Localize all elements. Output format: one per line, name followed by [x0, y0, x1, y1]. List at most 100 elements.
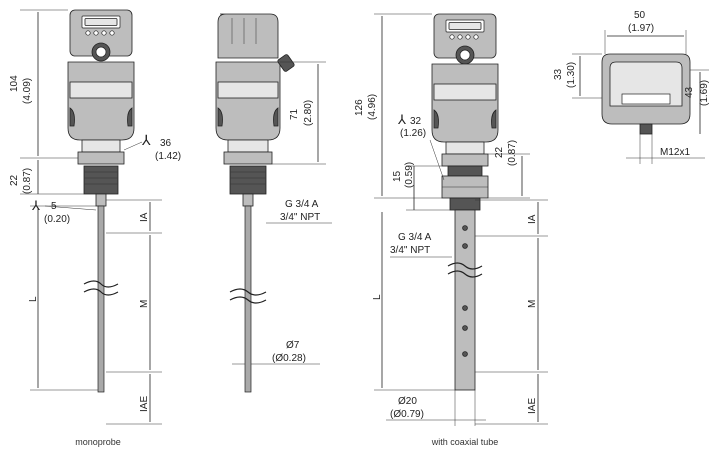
break-line [447, 270, 483, 278]
housing-body [67, 61, 135, 141]
grip-band [433, 83, 497, 101]
leader-line [44, 205, 97, 211]
grip-band [69, 81, 133, 99]
vent-hole-icon [462, 243, 468, 249]
button-icon [465, 34, 471, 40]
top-view: 50 (1.97) 33 (1.30) 43 (1.69) M12x1 [553, 10, 709, 164]
top-connector-icon [639, 123, 653, 135]
m12-connector-icon [277, 54, 295, 72]
dim-m12: M12x1 [660, 147, 690, 158]
thread-block [83, 165, 119, 195]
grip-band [217, 81, 279, 99]
hex-nut [441, 153, 489, 167]
caption-coaxial-tube: with coaxial tube [431, 437, 499, 447]
coaxial-tube [454, 209, 476, 391]
button-icon [109, 30, 115, 36]
dim-36-mm: 36 [160, 138, 172, 149]
neck [227, 139, 269, 153]
thread-label-a: G 3/4 A [285, 199, 319, 210]
dim-32-mm: 32 [410, 116, 422, 127]
dim-22-mm: 22 [9, 174, 20, 186]
housing-side-body [215, 61, 281, 141]
button-icon [101, 30, 107, 36]
button-icon [457, 34, 463, 40]
hex-nut [223, 151, 273, 165]
dim-dia20-in: (Ø0.79) [390, 409, 424, 420]
dim-15-in: (0.59) [404, 162, 415, 188]
probe-rod-side [244, 205, 252, 393]
break-line [229, 296, 267, 304]
dim-IA-right: IA [527, 214, 538, 224]
display-segment [84, 18, 118, 26]
dim-dia7-in: (Ø0.28) [272, 353, 306, 364]
thread-label-npt: 3/4" NPT [280, 212, 320, 223]
probe-rod [97, 205, 105, 393]
button-icon [449, 34, 455, 40]
dim-43-mm: 43 [684, 86, 695, 98]
dim-15-mm: 15 [392, 170, 403, 182]
hex-nut-36 [77, 151, 125, 165]
grip-right-icon [127, 107, 133, 127]
dim-5-mm: 5 [51, 201, 57, 212]
thread-block [229, 165, 267, 195]
thread-block [447, 165, 483, 177]
dim-L-left: L [28, 296, 39, 302]
rod-collar [242, 193, 254, 207]
coaxial-tube-view: 126 (4.96) ⅄ 32 (1.26) 15 (0.59) 22 (0.8… [354, 13, 548, 426]
wrench-5-icon: ⅄ [31, 198, 40, 213]
dim-71-in: (2.80) [303, 100, 314, 126]
dim-M-right: M [527, 300, 538, 308]
dim-IAE-left: IAE [139, 396, 150, 412]
caption-monoprobe: monoprobe [75, 437, 121, 447]
dim-104-mm: 104 [9, 75, 20, 92]
dim-L-right: L [372, 294, 383, 300]
break-line [83, 288, 119, 296]
dim-22b-in: (0.87) [507, 140, 518, 166]
button-icon [85, 30, 91, 36]
rod-collar [95, 193, 107, 207]
grip-left-icon [433, 109, 439, 129]
vent-hole-icon [462, 305, 468, 311]
neck [81, 139, 121, 153]
button-icon [473, 34, 479, 40]
grip-right-icon [273, 107, 279, 127]
connector-socket-inner [95, 46, 107, 58]
housing-body [431, 63, 499, 143]
leader-line [123, 141, 143, 151]
thread-label-a-2: G 3/4 A [398, 232, 432, 243]
dim-126-mm: 126 [354, 99, 365, 116]
housing-side-top [217, 13, 279, 59]
neck [445, 141, 485, 155]
dim-50-in: (1.97) [628, 23, 654, 34]
break-line [83, 280, 119, 288]
dim-22b-mm: 22 [494, 146, 505, 158]
wrench-32-icon: ⅄ [397, 112, 406, 127]
grip-left-icon [69, 107, 75, 127]
dim-33-in: (1.30) [566, 62, 577, 88]
monoprobe-front-view: 104 (4.09) 22 (0.87) ⅄ 36 (1.42) ⅄ 5 (0.… [9, 9, 181, 425]
grip-right-icon [491, 109, 497, 129]
button-icon [93, 30, 99, 36]
top-display-icon [621, 93, 671, 105]
break-line [229, 288, 267, 296]
dim-IA-left: IA [139, 212, 150, 222]
dim-dia7-mm: Ø7 [286, 340, 300, 351]
monoprobe-side-view: 71 (2.80) G 3/4 A 3/4" NPT Ø7 (Ø0.28) [215, 13, 332, 393]
dim-M-left: M [139, 300, 150, 308]
break-line [447, 262, 483, 270]
dim-104-in: (4.09) [22, 78, 33, 104]
vent-hole-icon [462, 351, 468, 357]
vent-hole-icon [462, 325, 468, 331]
dim-71-mm: 71 [289, 108, 300, 120]
dim-dia20-mm: Ø20 [398, 396, 417, 407]
dim-33-mm: 33 [553, 68, 564, 80]
connector-socket-inner [459, 49, 471, 61]
thread-label-npt-2: 3/4" NPT [390, 245, 430, 256]
dim-32-in: (1.26) [400, 128, 426, 139]
dim-43-in: (1.69) [699, 80, 709, 106]
vent-hole-icon [462, 225, 468, 231]
dim-50-mm: 50 [634, 10, 646, 21]
leader-line [429, 139, 445, 181]
dim-126-in: (4.96) [367, 94, 378, 120]
